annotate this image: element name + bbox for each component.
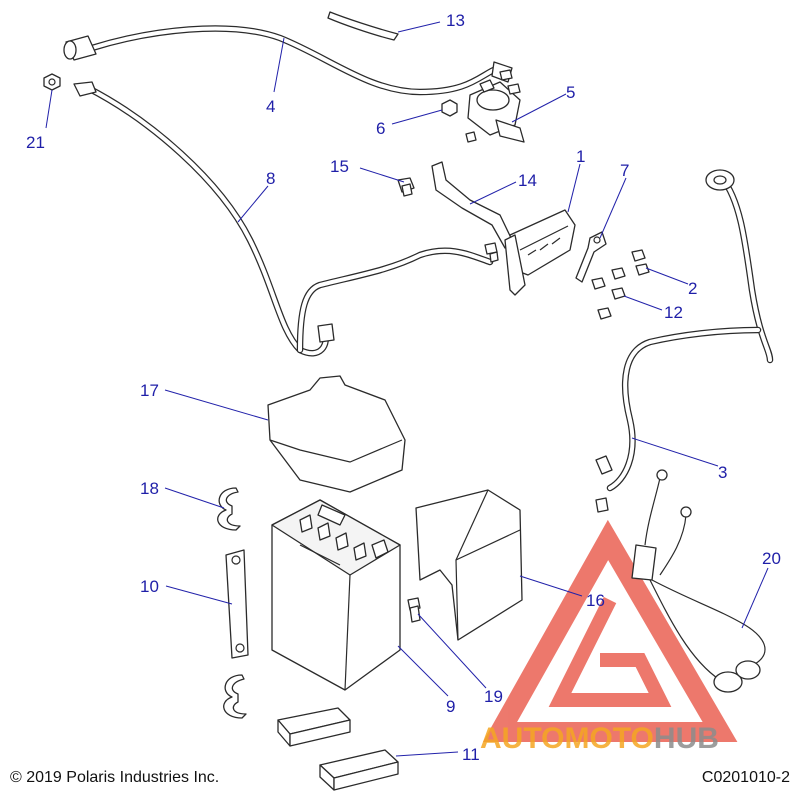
callout-7: 7: [620, 161, 629, 180]
watermark-logo: [482, 519, 738, 742]
callout-11: 11: [462, 745, 480, 764]
svg-text:AUTOMOTOHUB: AUTOMOTOHUB: [480, 722, 719, 755]
battery-cover: [267, 375, 406, 493]
ground-lug: [575, 231, 607, 283]
copyright-text: © 2019 Polaris Industries Inc.: [10, 769, 219, 786]
diagram-code: C0201010-2: [702, 769, 790, 786]
callout-9: 9: [446, 697, 455, 716]
callout-14: 14: [518, 171, 537, 190]
strap: [327, 11, 399, 41]
callout-16: 16: [586, 591, 605, 610]
hold-down-strap: [225, 549, 249, 659]
negative-cable: [73, 81, 494, 357]
right-cable: [595, 169, 774, 513]
callout-8: 8: [266, 169, 275, 188]
nut-6: [441, 99, 458, 117]
solenoid: [465, 69, 525, 143]
callout-10: 10: [140, 577, 159, 596]
callout-2: 2: [688, 279, 697, 298]
callout-17: 17: [140, 381, 159, 400]
callout-1: 1: [576, 147, 585, 166]
positive-cable: [63, 25, 513, 96]
clip-upper: [217, 487, 241, 531]
callout-12: 12: [664, 303, 683, 322]
callout-13: 13: [446, 11, 465, 30]
mounting-bracket: [431, 161, 513, 249]
callouts: 13 4 5 6 21 8 15 14 1 7 2 12 3 17 18 10 …: [26, 11, 781, 764]
fuse-box: [484, 209, 576, 296]
callout-4: 4: [266, 97, 275, 116]
callout-6: 6: [376, 119, 385, 138]
fasteners-2: [611, 249, 650, 280]
callout-18: 18: [140, 479, 159, 498]
clip-lower: [223, 674, 247, 719]
nut-21: [43, 73, 61, 91]
callout-5: 5: [566, 83, 575, 102]
foam-pad-upper: [277, 707, 351, 747]
leader-lines: [45, 21, 769, 757]
battery: [271, 499, 401, 691]
bolt-19: [407, 597, 421, 623]
callout-3: 3: [718, 463, 727, 482]
callout-21: 21: [26, 133, 45, 152]
foam-pad-lower: [319, 749, 399, 791]
fasteners-12: [591, 277, 626, 320]
callout-15: 15: [330, 157, 349, 176]
watermark-text: AUTOMOTOHUB: [480, 722, 719, 755]
harness: [631, 469, 766, 693]
battery-box: [415, 489, 523, 641]
watermark-word-2: HUB: [654, 722, 719, 755]
watermark-word-1: AUTOMOTO: [480, 722, 654, 755]
callout-19: 19: [484, 687, 503, 706]
callout-20: 20: [762, 549, 781, 568]
